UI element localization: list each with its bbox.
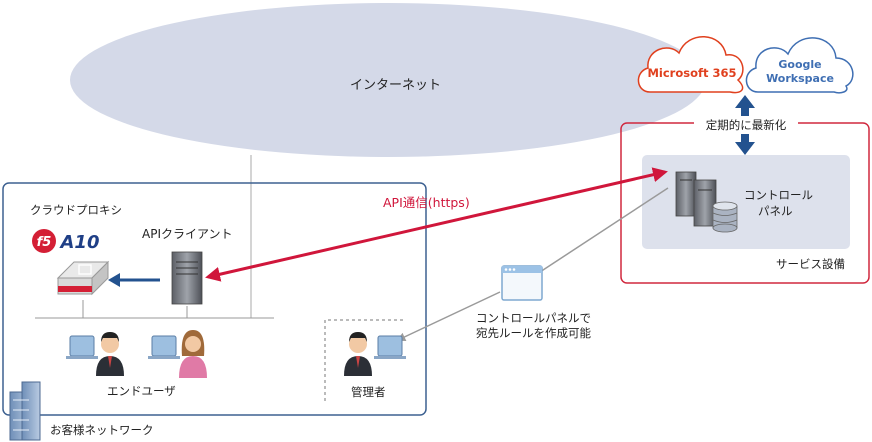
update-sync-arrow xyxy=(735,95,755,155)
google-label-line2: Workspace xyxy=(766,72,834,85)
cloud-proxy-appliance-icon xyxy=(56,260,110,296)
office-building-icon xyxy=(9,381,41,441)
a10-logo-icon: A10 xyxy=(59,232,100,253)
f5-logo-icon: f5 xyxy=(32,229,56,253)
svg-text:A10: A10 xyxy=(59,232,100,253)
browser-window-icon xyxy=(501,265,543,301)
google-label-line1: Google xyxy=(778,58,822,71)
control-panel-label-line2: パネル xyxy=(758,204,793,218)
api-link-label: API通信(https) xyxy=(383,195,470,210)
microsoft-365-label: Microsoft 365 xyxy=(647,66,737,80)
microsoft-365-cloud xyxy=(637,36,744,94)
api-client-server-icon xyxy=(171,251,203,305)
admin-user-icon xyxy=(344,332,406,376)
customer-network-label: お客様ネットワーク xyxy=(50,423,154,437)
end-user-female-icon xyxy=(148,330,207,378)
control-panel-label-line1: コントロール xyxy=(744,188,813,202)
google-workspace-cloud xyxy=(745,37,854,94)
rule-to-admin-arrow xyxy=(396,291,501,342)
api-client-label: APIクライアント xyxy=(142,227,233,241)
database-icon xyxy=(712,201,738,233)
end-user-label: エンドユーザ xyxy=(107,384,176,398)
admin-zone xyxy=(324,319,403,404)
update-label: 定期的に最新化 xyxy=(705,118,787,132)
service-facility-label: サービス設備 xyxy=(776,257,845,271)
end-user-male-icon xyxy=(66,332,124,376)
client-to-proxy-arrow xyxy=(108,273,160,287)
api-link-arrow xyxy=(205,167,668,282)
rule-creation-line2: 宛先ルールを作成可能 xyxy=(476,326,591,340)
internet-cloud xyxy=(70,3,706,157)
svg-text:f5: f5 xyxy=(37,235,52,250)
rule-push-line xyxy=(539,187,669,273)
admin-label: 管理者 xyxy=(351,385,386,399)
internet-label: インターネット xyxy=(350,78,442,93)
rule-creation-line1: コントロールパネルで xyxy=(476,311,591,325)
proxy-label: クラウドプロキシ xyxy=(30,203,122,217)
